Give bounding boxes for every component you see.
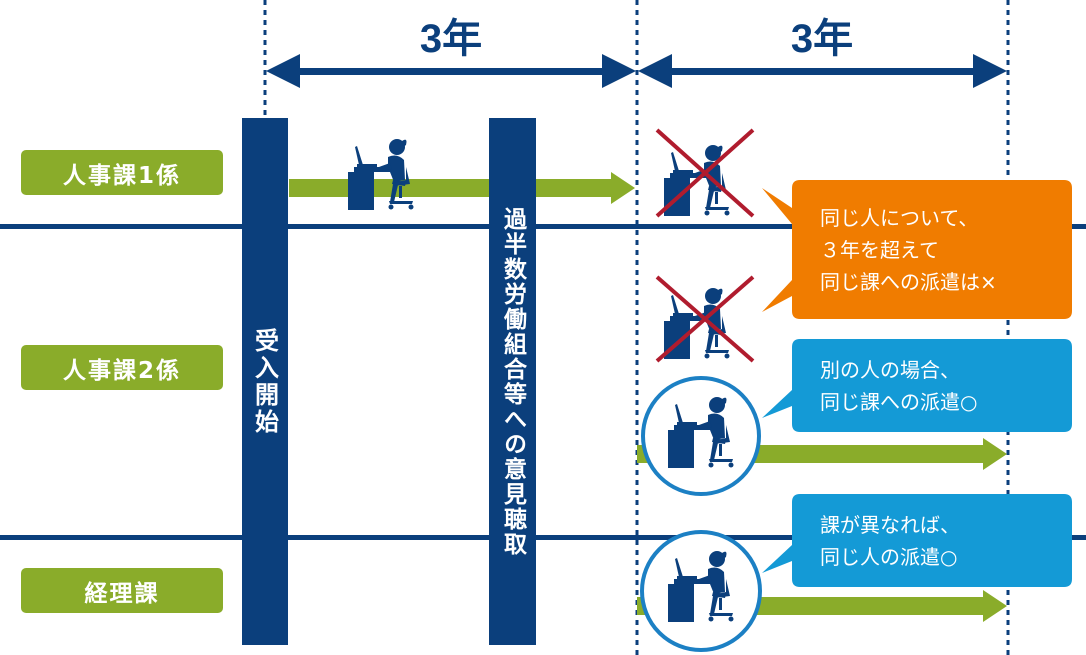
progress-arrow-section1: [289, 172, 635, 204]
department-label-accounting: 経理課: [21, 568, 223, 613]
callout-bubble-shape: [762, 494, 1072, 587]
milestone-label-union-hearing: 過半数労働組合等への意見聴取: [499, 206, 526, 557]
department-label-hr-section1: 人事課1係: [21, 150, 223, 195]
separator-line-1: [0, 224, 1086, 229]
callout-bubble-shape: [762, 339, 1072, 432]
milestone-label-acceptance-start: 受入開始: [250, 327, 279, 436]
period-arrow-2: [638, 54, 1007, 88]
callout-line: ３年を超えて: [820, 237, 939, 262]
callout-same-person: 同じ人について、 ３年を超えて 同じ課への派遣は×: [792, 180, 1072, 319]
separator-line-2: [0, 535, 1086, 540]
callout-different-person: 別の人の場合、 同じ課への派遣○: [792, 339, 1072, 432]
milestone-bar-acceptance-start: 受入開始: [242, 118, 288, 645]
callout-line: 別の人の場合、: [820, 357, 960, 382]
prohibited-worker-icon: [655, 275, 755, 363]
department-label-hr-section2: 人事課2係: [21, 345, 223, 390]
period-label-first: 3年: [419, 17, 483, 61]
allowed-worker-icon: [641, 376, 761, 496]
period-arrow-1: [266, 54, 636, 88]
milestone-bar-union-hearing: 過半数労働組合等への意見聴取: [489, 118, 536, 645]
worker-at-desk-icon: [348, 139, 414, 210]
callout-different-section: 課が異なれば、 同じ人の派遣○: [792, 494, 1072, 587]
callout-line: 同じ人の派遣○: [820, 544, 958, 569]
period-label-second: 3年: [790, 17, 854, 61]
allowed-worker-icon: [640, 530, 762, 652]
callout-line: 同じ人について、: [820, 205, 979, 230]
callout-bubble-shape: [762, 180, 1072, 319]
callout-line: 同じ課への派遣は×: [820, 269, 997, 294]
callout-line: 同じ課への派遣○: [820, 389, 978, 414]
callout-line: 課が異なれば、: [820, 512, 960, 537]
prohibited-worker-icon: [655, 128, 755, 218]
